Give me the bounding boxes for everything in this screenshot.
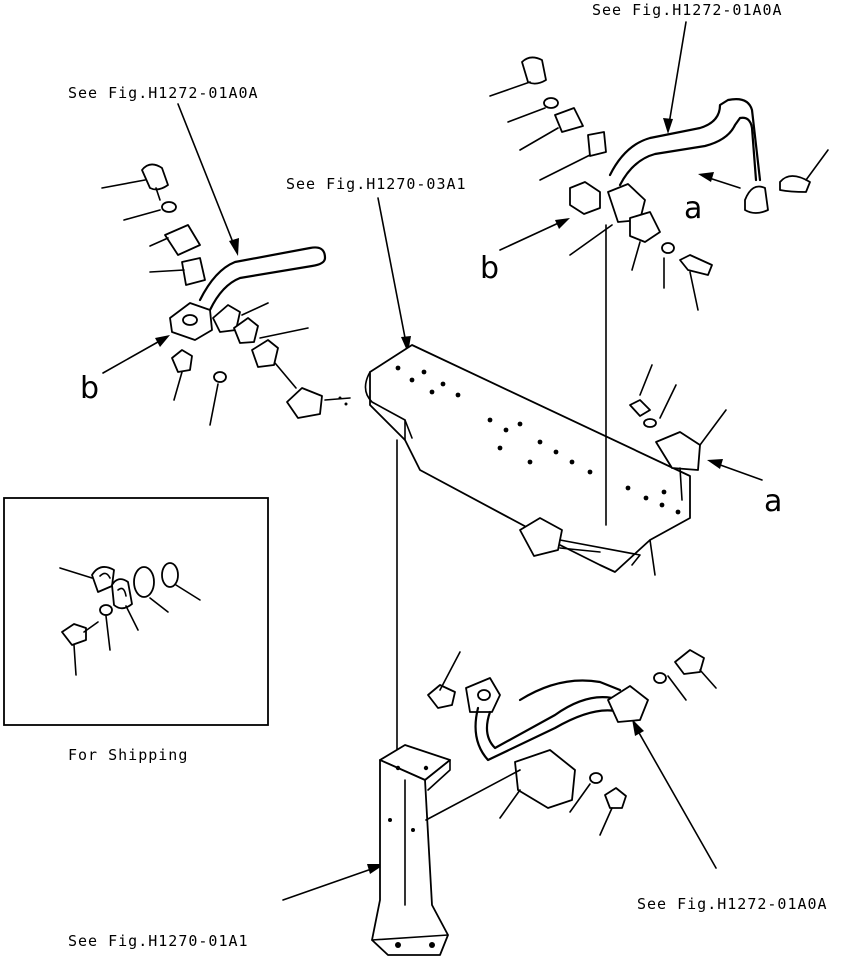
shipping-label: For Shipping (68, 746, 188, 764)
callout-a-right: a (764, 484, 782, 519)
ref-label-bottom-left: See Fig.H1270-01A1 (68, 932, 249, 950)
right-pipe-assembly (489, 56, 829, 311)
bottom-pipe-assembly (425, 649, 717, 836)
shipping-inset-parts (59, 562, 201, 676)
ref-label-top-right: See Fig.H1272-01A0A (592, 1, 783, 19)
left-pipe-assembly (101, 163, 351, 426)
support-column (371, 744, 451, 956)
right-mount-hardware (519, 364, 727, 566)
ref-label-top-left: See Fig.H1272-01A0A (68, 84, 259, 102)
callout-b-top: b (480, 251, 499, 286)
frame-plate (364, 344, 691, 576)
ref-label-bottom-right: See Fig.H1272-01A0A (637, 895, 828, 913)
shipping-inset-box (3, 497, 269, 726)
callout-b-left: b (80, 371, 99, 406)
ref-label-center: See Fig.H1270-03A1 (286, 175, 467, 193)
callout-a-top: a (684, 191, 702, 226)
